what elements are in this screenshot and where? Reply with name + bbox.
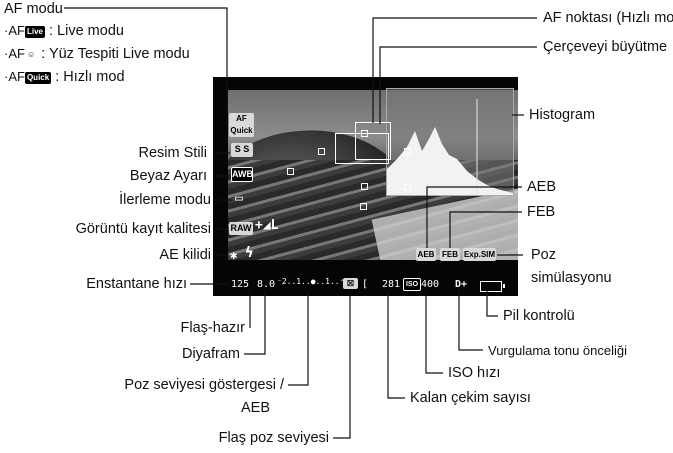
label-picture-style: Resim Stili <box>138 145 207 161</box>
shots-remaining-value: 281 <box>382 279 401 290</box>
label-image-quality: Görüntü kayıt kalitesi <box>75 221 211 237</box>
exposure-level-scale: ⁻2..1..●..1..⁺2 <box>277 277 350 286</box>
af-point-marker <box>318 148 325 155</box>
raw-quality-icon: RAW <box>229 222 253 235</box>
label-ae-lock: AE kilidi <box>159 247 211 263</box>
battery-icon <box>480 281 505 292</box>
feb-icon: FEB <box>440 248 460 261</box>
iso-value: 400 <box>421 279 440 290</box>
af-live-badge: Live <box>24 26 45 38</box>
ae-lock-icon: ✱ <box>230 248 238 262</box>
highlight-priority-icon: D+ <box>455 279 468 290</box>
face-icon: ☺ <box>26 50 36 59</box>
label-exposure-sim-1: Poz <box>531 247 556 263</box>
label-iso-speed: ISO hızı <box>448 365 501 381</box>
label-highlight-priority: Vurgulama tonu önceliği <box>488 343 627 358</box>
label-histogram: Histogram <box>529 107 596 123</box>
label-aperture: Diyafram <box>181 346 240 362</box>
label-exposure-level-2: AEB <box>241 400 271 416</box>
label-af-point: AF noktası (Hızlı mod) <box>543 10 673 26</box>
flash-exposure-icon: ☒ <box>343 278 358 289</box>
label-drive-mode: İlerleme modu <box>119 192 211 208</box>
af-point-frame <box>335 133 389 164</box>
bracket-indicator: [ <box>362 279 369 290</box>
shutter-speed-value: 125 <box>231 279 250 290</box>
af-mode-face-row: ·AF☺ : Yüz Tespiti Live modu <box>4 46 190 62</box>
af-point-marker <box>361 130 368 137</box>
histogram-curve <box>387 99 513 195</box>
histogram-panel <box>386 88 514 196</box>
aeb-icon: AEB <box>416 248 436 261</box>
label-exposure-sim-2: simülasyonu <box>531 270 612 286</box>
iso-icon: ISO <box>403 278 421 291</box>
label-feb: FEB <box>527 204 556 220</box>
drive-mode-icon: ▭ <box>235 191 243 206</box>
white-balance-icon: AWB <box>231 167 253 182</box>
af-point-marker <box>287 168 294 175</box>
exposure-sim-icon: Exp.SIM <box>463 248 496 261</box>
label-shots-remaining: Kalan çekim sayısı <box>410 390 531 406</box>
label-shutter-speed: Enstantane hızı <box>86 276 187 292</box>
af-mode-title: AF modu <box>4 1 63 17</box>
label-magnify-frame: Çerçeveyi büyütme <box>543 39 668 55</box>
af-quick-icon: AF Quick <box>229 113 254 137</box>
label-flash-ready: Flaş-hazır <box>180 320 245 336</box>
flash-ready-icon: ϟ <box>245 245 254 261</box>
picture-style-icon: S S <box>231 143 253 157</box>
label-aeb: AEB <box>527 179 557 195</box>
jpeg-quality-icon: +◢L <box>255 218 279 233</box>
af-point-marker <box>404 148 411 155</box>
af-point-marker <box>361 183 368 190</box>
label-exposure-level-1: Poz seviyesi göstergesi / <box>124 377 284 393</box>
af-quick-badge: Quick <box>24 72 52 84</box>
label-battery-check: Pil kontrolü <box>503 308 575 324</box>
aperture-value: 8.0 <box>257 279 276 290</box>
af-point-marker <box>404 184 411 191</box>
label-flash-exposure: Flaş poz seviyesi <box>218 430 329 446</box>
label-white-balance: Beyaz Ayarı <box>129 168 207 184</box>
af-point-marker <box>360 203 367 210</box>
